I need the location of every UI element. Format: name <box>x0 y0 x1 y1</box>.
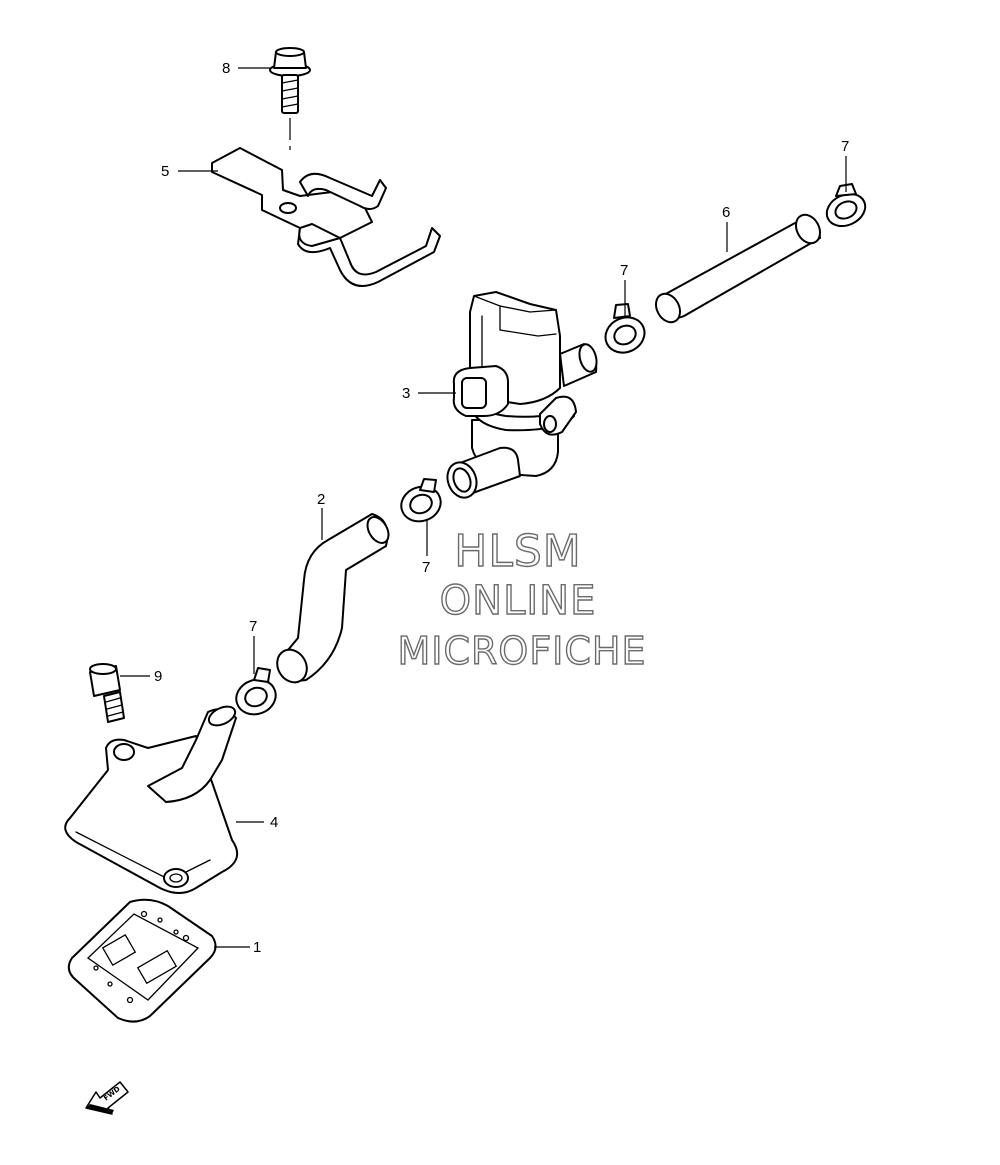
screw-part-9[interactable] <box>89 663 125 723</box>
callout-8: 8 <box>222 60 230 77</box>
watermark-line-3: MICROFICHE <box>397 629 646 673</box>
cover-part-4[interactable] <box>64 703 239 894</box>
callout-5: 5 <box>161 163 169 180</box>
clamp-part-7-top-right[interactable] <box>822 183 871 232</box>
arrow-left-down-icon <box>85 1081 129 1115</box>
hose-part-6[interactable] <box>651 211 825 327</box>
watermark-line-1: HLSM <box>454 526 582 577</box>
callout-2: 2 <box>317 491 325 508</box>
clamp-part-7-lower-left[interactable] <box>231 667 280 720</box>
gasket-part-1[interactable] <box>67 898 217 1023</box>
callout-7-middle: 7 <box>422 559 430 576</box>
callout-7-mid-right: 7 <box>620 262 628 279</box>
bolt-part-8[interactable] <box>269 47 311 150</box>
callout-7-top-right: 7 <box>841 138 849 155</box>
bracket-pipe-part-5[interactable] <box>211 147 441 287</box>
hose-part-2[interactable] <box>271 513 392 687</box>
callout-4: 4 <box>270 814 278 831</box>
callout-6: 6 <box>722 204 730 221</box>
callout-3: 3 <box>402 385 410 402</box>
watermark-line-2: ONLINE <box>440 578 597 624</box>
callout-labels: 8 5 7 6 7 3 2 7 7 9 4 1 <box>154 60 849 956</box>
clamp-part-7-middle[interactable] <box>396 478 445 527</box>
callout-9: 9 <box>154 668 162 685</box>
watermark: HLSM ONLINE MICROFICHE <box>397 525 646 673</box>
leader-lines <box>120 67 847 948</box>
valve-part-3[interactable] <box>443 291 600 502</box>
fwd-direction-indicator: FWD <box>85 1081 129 1115</box>
clamp-part-7-mid-right[interactable] <box>600 303 651 359</box>
callout-1: 1 <box>253 939 261 956</box>
callout-7-lower-left: 7 <box>249 618 257 635</box>
